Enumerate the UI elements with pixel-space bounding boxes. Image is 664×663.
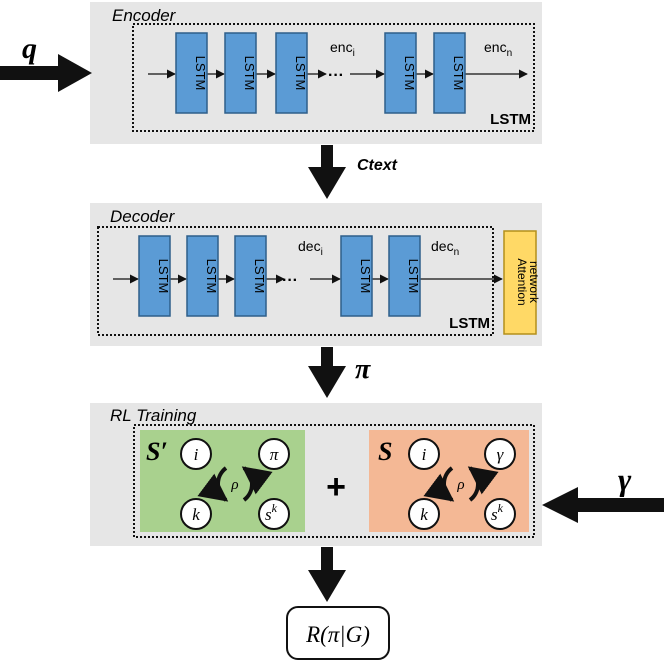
cycle-icon — [197, 466, 273, 502]
gamma-label: γ — [618, 461, 632, 497]
decoder-lstm-cell-5: LSTM — [388, 235, 421, 317]
decoder-lstm-cell-4: LSTM — [340, 235, 373, 317]
enc-i-label: enci — [330, 39, 355, 59]
plus-sign: + — [326, 468, 346, 506]
decoder-lstm-cell-3: LSTM — [234, 235, 267, 317]
reward-box: R(π|G) — [286, 606, 390, 660]
dec-i-label: deci — [298, 238, 323, 258]
decoder-title: Decoder — [110, 207, 176, 226]
encoder-lstm-cell-4: LSTM — [384, 32, 417, 114]
decoder-cell-label: LSTM — [358, 259, 373, 294]
reward-arrow — [308, 547, 346, 602]
enc-n-label: encn — [484, 39, 512, 59]
state-prime-block: S′ i π k sk ρ — [140, 430, 305, 532]
encoder-lstm-frame — [132, 23, 535, 132]
encoder-cell-label: LSTM — [242, 56, 257, 91]
encoder-cell-label: LSTM — [193, 56, 208, 91]
decoder-panel: Decoder LSTM LSTM LSTM LSTM — [90, 203, 542, 346]
encoder-lstm-label: LSTM — [490, 111, 531, 128]
ctext-label: Ctext — [357, 157, 398, 174]
node-i — [408, 438, 440, 470]
decoder-lstm-label: LSTM — [449, 315, 490, 332]
node-k-label: k — [420, 505, 428, 524]
state-label: S — [378, 437, 392, 466]
node-pi — [258, 438, 290, 470]
encoder-cell-label: LSTM — [402, 56, 417, 91]
decoder-cell-label: LSTM — [406, 259, 421, 294]
node-i-label: i — [422, 445, 427, 464]
decoder-cell-label: LSTM — [156, 259, 171, 294]
rl-frame — [133, 424, 535, 538]
node-sk — [484, 498, 516, 530]
attention-line-2: network — [527, 261, 541, 304]
decoder-cell-label: LSTM — [204, 259, 219, 294]
node-i — [180, 438, 212, 470]
decoder-lstm-frame — [97, 226, 494, 336]
node-sk-label: sk — [491, 501, 504, 524]
node-i-label: i — [194, 445, 199, 464]
reward-label: R(π|G) — [305, 622, 370, 647]
encoder-lstm-cell-2: LSTM — [224, 32, 257, 114]
decoder-ellipsis: ··· — [282, 272, 298, 289]
decoder-lstm-cell-1: LSTM — [138, 235, 171, 317]
encoder-ellipsis: ··· — [328, 67, 344, 84]
q-label: q — [22, 32, 37, 65]
rl-title: RL Training — [110, 406, 197, 425]
node-sk — [258, 498, 290, 530]
gamma-input-arrow — [542, 487, 664, 523]
encoder-lstm-cell-3: LSTM — [275, 32, 308, 114]
encoder-panel: Encoder LSTM LSTM LSTM LSTM — [90, 2, 542, 144]
encoder-cell-label: LSTM — [293, 56, 308, 91]
node-k-label: k — [192, 505, 200, 524]
encoder-cell-label: LSTM — [451, 56, 466, 91]
encoder-lstm-cell-5: LSTM — [433, 32, 466, 114]
encoder-lstm-cell-1: LSTM — [175, 32, 208, 114]
rho-label: ρ — [456, 477, 464, 493]
ctext-arrow — [308, 145, 346, 199]
node-gamma-label: γ — [497, 445, 505, 464]
node-sk-label: sk — [265, 501, 278, 524]
encoder-title: Encoder — [112, 6, 177, 25]
attention-network-box: Attention network — [503, 230, 541, 335]
state-block: S i γ k sk ρ — [369, 430, 529, 532]
cycle-icon — [423, 466, 499, 502]
pi-label: π — [355, 354, 371, 385]
pi-arrow — [308, 347, 346, 398]
node-gamma — [484, 438, 516, 470]
state-prime-label: S′ — [146, 437, 168, 466]
attention-line-1: Attention — [515, 258, 529, 305]
rho-label: ρ — [230, 477, 238, 493]
q-input-arrow — [0, 54, 92, 92]
node-k — [180, 498, 212, 530]
decoder-lstm-cell-2: LSTM — [186, 235, 219, 317]
rl-training-panel: RL Training S′ i π k sk ρ + S — [90, 403, 542, 546]
dec-n-label: decn — [431, 238, 459, 258]
node-pi-label: π — [270, 445, 279, 464]
decoder-cell-label: LSTM — [252, 259, 267, 294]
